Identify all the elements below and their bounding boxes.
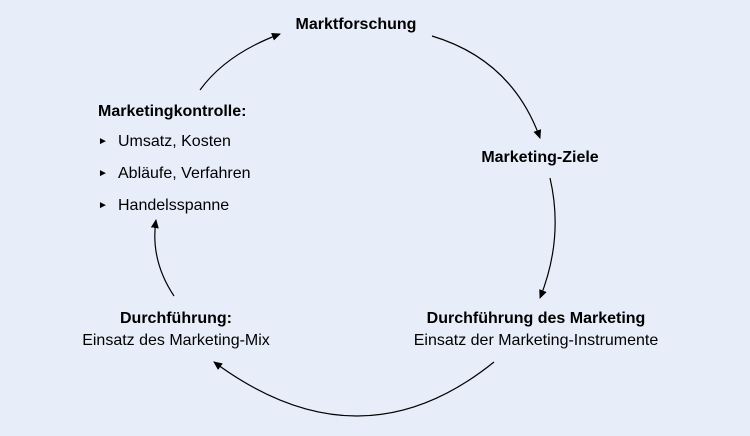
triangle-bullet-icon: ►	[98, 136, 108, 147]
arrow-durchfuehrung-to-kontrolle	[150, 219, 175, 297]
node-title: Durchführung:	[120, 310, 232, 327]
node-marketingkontrolle: Marketingkontrolle: ► Umsatz, Kosten ► A…	[98, 101, 251, 227]
node-title: Marktforschung	[295, 16, 417, 33]
node-title: Durchführung des Marketing	[426, 310, 646, 327]
node-durchfuehrung-marketing: Durchführung des Marketing Einsatz der M…	[414, 308, 659, 352]
arrow-kontrolle-to-marktforschung	[199, 33, 281, 91]
node-marktforschung: Marktforschung	[296, 14, 417, 36]
list-item-label: Handelsspanne	[118, 197, 230, 214]
list-item: ► Umsatz, Kosten	[98, 131, 251, 153]
kontrolle-list: ► Umsatz, Kosten ► Abläufe, Verfahren ► …	[98, 131, 251, 217]
list-item: ► Handelsspanne	[98, 195, 251, 217]
arrow-ziele-to-durchfuehrung-marketing	[539, 177, 556, 299]
list-item-label: Umsatz, Kosten	[118, 133, 231, 150]
node-subtitle: Einsatz der Marketing-Instrumente	[413, 332, 659, 349]
arrow-durchfuehrung-marketing-to-durchfuehrung	[213, 361, 495, 417]
node-title: Marketingkontrolle:	[98, 103, 247, 120]
triangle-bullet-icon: ►	[98, 168, 108, 179]
triangle-bullet-icon: ►	[98, 200, 108, 211]
list-item-label: Abläufe, Verfahren	[118, 165, 251, 182]
node-title: Marketing-Ziele	[481, 149, 599, 166]
list-item: ► Abläufe, Verfahren	[98, 163, 251, 185]
node-marketing-ziele: Marketing-Ziele	[481, 147, 598, 169]
arrow-marktforschung-to-ziele	[431, 35, 542, 139]
node-durchfuehrung: Durchführung: Einsatz des Marketing-Mix	[82, 308, 270, 352]
node-subtitle: Einsatz des Marketing-Mix	[82, 332, 270, 349]
